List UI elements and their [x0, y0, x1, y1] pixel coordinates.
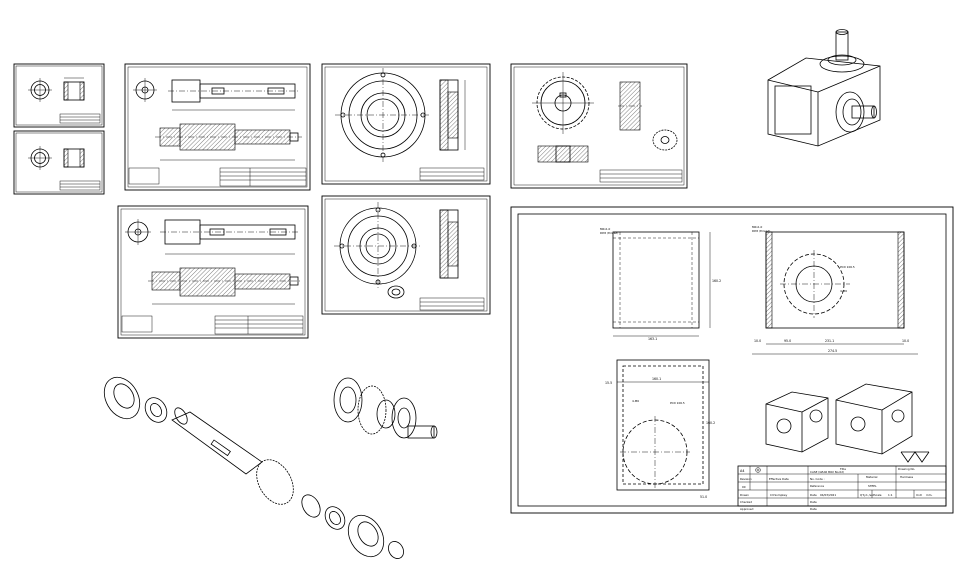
svg-text:Drawing No.: Drawing No.: [898, 467, 915, 471]
svg-text:00: 00: [742, 485, 746, 489]
sheet-gear: [510, 63, 688, 189]
sheet-flange-cover-2: [321, 195, 491, 315]
svg-text:No. Code :: No. Code :: [810, 477, 825, 481]
svg-text:STEEL: STEEL: [868, 484, 877, 488]
svg-text:160.1: 160.1: [652, 377, 661, 381]
svg-text:95.0: 95.0: [784, 339, 791, 343]
case-bottom-view: 4-M6 PCD 106.5 160.1 15.5 160.2 51.0: [605, 359, 715, 499]
svg-text:4-M6: 4-M6: [632, 399, 639, 403]
svg-text:Checked: Checked: [740, 500, 752, 504]
exploded-gear-assembly: [333, 377, 438, 439]
case-front-view: 163.1 160.2 M6x1.0 DP.8 (thread): [600, 227, 721, 341]
svg-text:1 /set: 1 /set: [866, 493, 875, 497]
case-side-view: PCD 106.5 4-M6 231.1 274.5 10.0 95.0 10.…: [752, 225, 918, 355]
svg-text:163.1: 163.1: [648, 337, 657, 341]
svg-text:51.0: 51.0: [700, 495, 707, 499]
sheet-flange-cover-1: [321, 63, 491, 185]
vv-logo-icon: [900, 451, 930, 463]
approved-label: Approved: [740, 507, 754, 511]
svg-text:04/03/2021: 04/03/2021: [820, 493, 836, 497]
svg-text:PCD 106.5: PCD 106.5: [840, 265, 855, 269]
exploded-shaft-assembly: [103, 376, 404, 559]
svg-text:Q'ty: Q'ty: [860, 493, 866, 497]
svg-text:CASE (GEAR BOX No.02): CASE (GEAR BOX No.02): [810, 470, 844, 474]
svg-text:Effective Date: Effective Date: [769, 477, 789, 481]
svg-text:160.2: 160.2: [712, 279, 721, 283]
svg-text:M6x1.0: M6x1.0: [752, 225, 763, 229]
svg-text:DP.8 (thread): DP.8 (thread): [752, 229, 770, 233]
svg-text:A4: A4: [740, 469, 744, 473]
svg-text:Reference: Reference: [810, 484, 824, 488]
sheet-thumbnail-bushing-1: [13, 63, 105, 128]
svg-text:1:1: 1:1: [888, 493, 893, 497]
svg-text:mm.: mm.: [926, 493, 932, 497]
title-block: A4 Title CASE (GEAR BOX No.02) Drawing N…: [737, 451, 947, 507]
svg-text:10.0: 10.0: [902, 339, 909, 343]
svg-text:Scale: Scale: [874, 493, 882, 497]
svg-text:160.2: 160.2: [706, 421, 715, 425]
svg-text:Drawn: Drawn: [740, 493, 749, 497]
svg-text:Hardness: Hardness: [900, 475, 914, 479]
svg-text:Date: Date: [810, 493, 817, 497]
svg-text:Revision: Revision: [740, 477, 752, 481]
svg-text:M6x1.0: M6x1.0: [600, 227, 611, 231]
svg-text:15.5: 15.5: [605, 381, 612, 385]
svg-text:CV.Sompkey: CV.Sompkey: [770, 493, 788, 497]
main-drawing-sheet: 163.1 160.2 M6x1.0 DP.8 (thread) PCD 106…: [510, 206, 954, 514]
approved-date-label: Date: [810, 507, 817, 511]
first-angle-projection-icon: [755, 467, 761, 473]
gearbox-isometric-view: [767, 29, 881, 147]
svg-text:Unit: Unit: [916, 493, 923, 497]
svg-text:PCD 106.5: PCD 106.5: [670, 401, 685, 405]
svg-text:10.0: 10.0: [754, 339, 761, 343]
svg-text:Date: Date: [810, 500, 817, 504]
sheet-shaft-2: [117, 205, 309, 339]
svg-text:274.5: 274.5: [828, 349, 837, 353]
svg-text:4-M6: 4-M6: [840, 289, 847, 293]
svg-text:Material: Material: [866, 475, 878, 479]
svg-text:231.1: 231.1: [825, 339, 834, 343]
svg-text:DP.8 (thread): DP.8 (thread): [600, 231, 618, 235]
case-isometric-views: [765, 383, 913, 455]
svg-text:Title: Title: [839, 467, 846, 471]
sheet-shaft-1: [124, 63, 311, 191]
sheet-thumbnail-bushing-2: [13, 130, 105, 195]
